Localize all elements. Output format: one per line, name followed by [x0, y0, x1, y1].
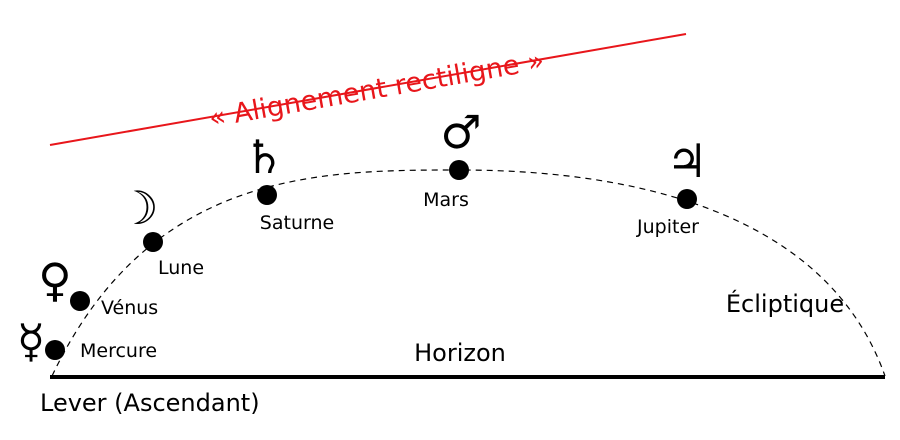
planet-dot: [143, 232, 163, 252]
alignment-line: [49, 33, 687, 146]
jupiter-symbol-icon: ♃: [666, 134, 707, 188]
rising-label: Lever (Ascendant): [40, 389, 260, 417]
horizon-label: Horizon: [414, 339, 506, 367]
planet-label: Saturne: [260, 212, 334, 234]
planet-label: Mars: [423, 189, 469, 211]
planet-label: Lune: [158, 257, 204, 279]
alignment-title: « Alignement rectiligne »: [207, 45, 547, 134]
planet-mercure: ☿ Mercure: [17, 314, 157, 368]
mercury-symbol-icon: ☿: [17, 314, 45, 368]
planet-dot: [45, 340, 65, 360]
planet-dot: [70, 291, 90, 311]
ecliptic-label: Écliptique: [726, 289, 844, 318]
mars-symbol-icon: ♂: [440, 105, 481, 159]
planet-saturne: ♄ Saturne: [243, 130, 334, 234]
planet-jupiter: ♃ Jupiter: [636, 134, 708, 238]
planet-mars: ♂ Mars: [423, 105, 482, 211]
planet-label: Jupiter: [636, 216, 699, 238]
planet-dot: [449, 160, 469, 180]
saturn-symbol-icon: ♄: [243, 130, 284, 184]
planet-lune: ☽ Lune: [117, 181, 204, 279]
planet-venus: ♀ Vénus: [38, 253, 158, 319]
planet-dot: [677, 189, 697, 209]
venus-symbol-icon: ♀: [38, 253, 72, 307]
planet-dot: [257, 185, 277, 205]
planet-label: Mercure: [80, 340, 157, 362]
moon-symbol-icon: ☽: [117, 181, 158, 235]
planet-label: Vénus: [101, 297, 158, 319]
